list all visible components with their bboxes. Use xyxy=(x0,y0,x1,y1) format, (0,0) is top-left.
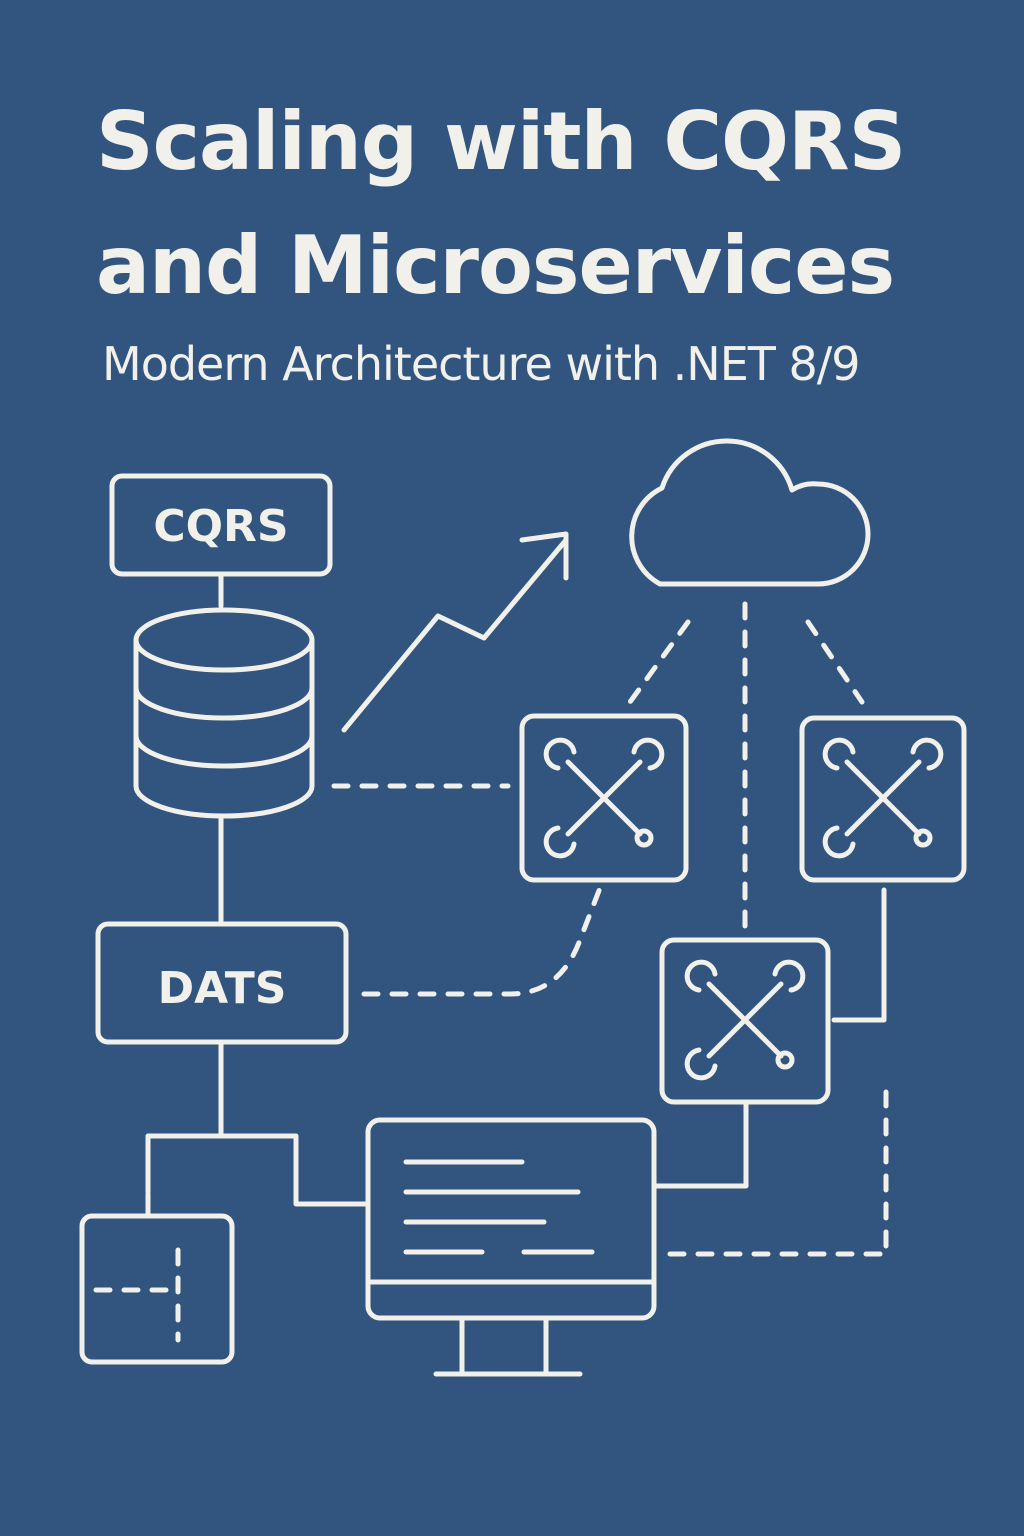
cqrs-label: CQRS xyxy=(153,501,288,552)
small-node-box xyxy=(79,1213,235,1365)
service-1-box xyxy=(519,713,689,883)
monitor-dashed-link xyxy=(667,1083,889,1257)
cover-title-line-2: and Microservices xyxy=(96,219,895,312)
service-2-box xyxy=(799,715,967,883)
service-2-3-connector xyxy=(831,887,887,1023)
cloud-link-right xyxy=(805,619,865,705)
service-3-box xyxy=(659,937,831,1105)
cover-title-line-1: Scaling with CQRS xyxy=(96,95,906,188)
wrench-icon xyxy=(543,737,665,859)
monitor-service-connector xyxy=(653,1101,749,1189)
growth-arrow-icon xyxy=(341,531,569,733)
cloud-link-left xyxy=(627,619,691,705)
wrench-icon xyxy=(822,737,944,859)
cover-title: Scaling with CQRS and Microservices xyxy=(96,80,996,328)
data-service-link xyxy=(361,885,603,997)
data-label: DATS xyxy=(158,963,287,1014)
cover-subtitle: Modern Architecture with .NET 8/9 xyxy=(102,337,861,391)
tree-branch-connector xyxy=(145,1133,369,1207)
wrench-icon xyxy=(684,959,806,1081)
data-box: DATS xyxy=(95,921,349,1045)
database-icon xyxy=(133,607,315,819)
cloud-icon xyxy=(629,438,871,587)
monitor-icon xyxy=(365,1117,657,1377)
cqrs-box: CQRS xyxy=(109,473,333,577)
